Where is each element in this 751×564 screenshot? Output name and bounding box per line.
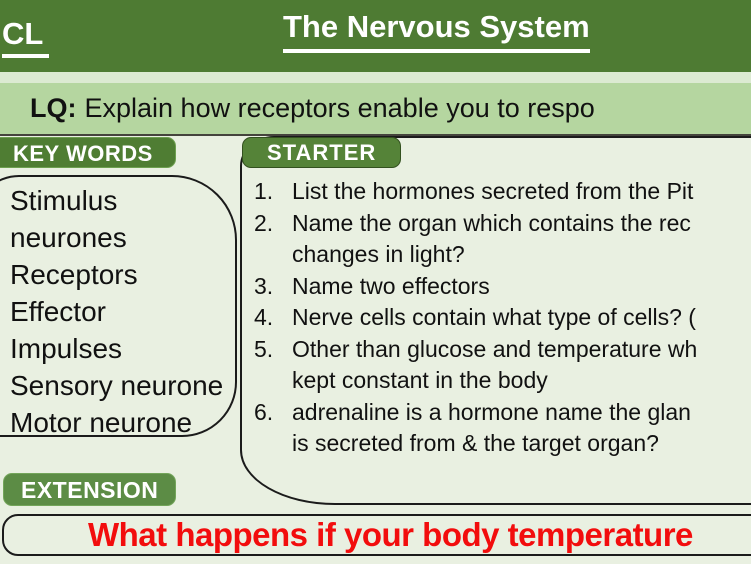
key-word-item: Effector (10, 296, 106, 327)
starter-item: 2. Name the organ which contains the rec c… (254, 208, 751, 271)
key-word-item: neurones (10, 222, 127, 253)
key-word-item: Receptors (10, 259, 138, 290)
starter-item-text: kept constant in the body (292, 367, 548, 393)
key-word-item: Impulses (10, 333, 123, 364)
extension-question-text: What happens if your body temperature (88, 516, 693, 553)
starter-box: 1. List the hormones secreted from the Pi… (240, 136, 751, 505)
starter-item: 5. Other than glucose and temperature wh k… (254, 334, 751, 397)
starter-item-text: List the hormones secreted from the Pit (292, 178, 694, 204)
starter-item-text: Nerve cells contain what type of cells? … (292, 304, 696, 330)
header-divider (0, 72, 751, 83)
starter-item-number: 3. (254, 272, 274, 299)
key-word-item: Motor neurone (10, 407, 193, 438)
starter-item: 3. Name two effectors (254, 271, 751, 303)
key-word-item: Stimulus (10, 185, 118, 216)
starter-item-number: 1. (254, 178, 274, 204)
learning-question-bar: LQ:Explain how receptors enable you to r… (0, 83, 751, 136)
extension-question-box: What happens if your body temperature (2, 514, 751, 556)
starter-item-text: is secreted from & the target organ? (292, 430, 659, 456)
starter-badge: STARTER (242, 137, 402, 168)
key-words-badge: KEY WORDS (0, 137, 176, 168)
starter-item: 6. adrenaline is a hormone name the glan i… (254, 397, 751, 460)
page-title: The Nervous System (283, 9, 590, 53)
starter-item-number: 4. (254, 304, 274, 330)
corner-label: CL (2, 16, 50, 58)
starter-item: 4. Nerve cells contain what type of cells… (254, 302, 751, 334)
starter-item-number: 6. (254, 398, 274, 425)
starter-item-number: 5. (254, 335, 274, 362)
key-word-item: Sensory neurone (10, 370, 224, 401)
lq-text: Explain how receptors enable you to resp… (84, 93, 595, 123)
starter-item-text: Other than glucose and temperature wh (292, 335, 698, 362)
starter-item-text: adrenaline is a hormone name the glan (292, 398, 691, 425)
starter-question-list: 1. List the hormones secreted from the Pi… (242, 138, 751, 460)
slide-header: CL The Nervous System (0, 0, 751, 72)
starter-item-text: Name the organ which contains the rec (292, 209, 691, 236)
starter-item-text: Name two effectors (292, 272, 490, 299)
lq-label: LQ: (30, 93, 77, 123)
extension-badge: EXTENSION (3, 473, 177, 506)
starter-item: 1. List the hormones secreted from the Pi… (254, 176, 751, 208)
starter-item-number: 2. (254, 209, 274, 236)
starter-item-text: changes in light? (292, 241, 465, 267)
